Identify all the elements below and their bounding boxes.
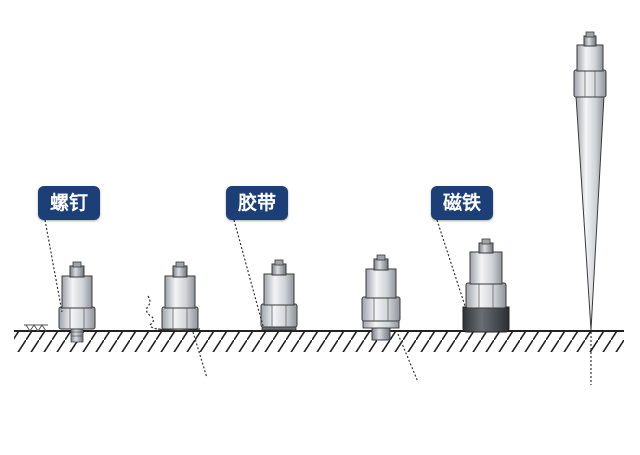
label-tape: 胶带 — [226, 186, 288, 220]
sensor-adhesive-mount — [145, 261, 208, 379]
sensor-magnet-mount — [436, 219, 510, 333]
label-screw: 螺钉 — [38, 186, 100, 220]
label-magnet: 磁铁 — [431, 186, 493, 220]
ground-surface — [14, 330, 624, 352]
sensor-stud-mount — [361, 254, 419, 383]
sensor-screw-mount — [24, 219, 96, 343]
sensor-probe-mount — [573, 31, 607, 385]
sensor-tape-mount — [233, 219, 298, 331]
